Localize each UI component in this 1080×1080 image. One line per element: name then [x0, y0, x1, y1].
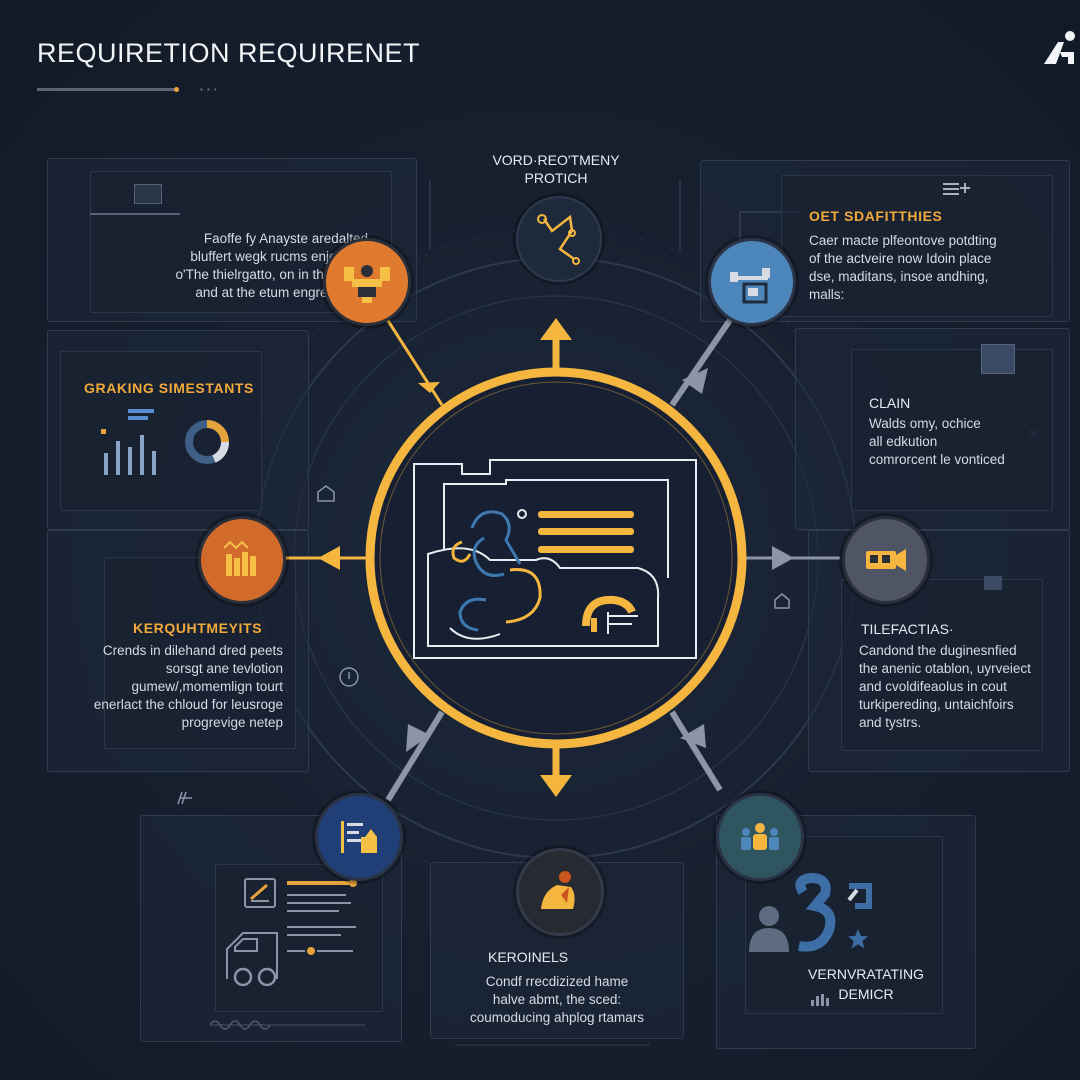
page-title: REQUIRETION REQUIRENET: [37, 38, 421, 68]
team-meeting-icon: [344, 265, 390, 303]
bar-chart-icon: [98, 407, 168, 479]
panel-left-heading: KERQUHTMEYITS: [133, 620, 263, 636]
books-icon: [223, 540, 256, 576]
star-icon: [847, 928, 869, 950]
panel-bottom-right-text: VERNVRATATING DEMICR: [808, 966, 924, 1002]
mini-bar-icon: [811, 992, 829, 1006]
books-node[interactable]: [198, 516, 286, 604]
list-plus-icon: [943, 181, 973, 195]
logo-icon: [1040, 28, 1080, 68]
checklist-node[interactable]: [315, 793, 403, 881]
cooking-person-node[interactable]: [516, 848, 604, 936]
document-icon: [134, 184, 162, 204]
panel-top-right-text: Caer macte plfeontove potdting of the ac…: [809, 233, 997, 302]
machine-node[interactable]: [708, 238, 796, 326]
document-icon: [981, 344, 1015, 374]
panel-top-right-heading: OET SDAFITTHIES: [809, 208, 943, 224]
panel-top-right: OET SDAFITTHIES Caer macte plfeontove po…: [700, 160, 1070, 322]
hub-document-icon: [410, 450, 700, 662]
graph-network-icon: [537, 214, 580, 265]
team-meeting-node[interactable]: [323, 238, 411, 326]
donut-chart-icon: [178, 417, 236, 467]
machine-icon: [730, 268, 770, 304]
panel-mid-left-heading: GRAKING SIMESTANTS: [84, 380, 254, 396]
camera-icon: [866, 549, 906, 571]
panel-mid-left: GRAKING SIMESTANTS: [47, 330, 309, 530]
panel-bottom-left: [140, 815, 402, 1042]
truck-icon: [221, 871, 396, 991]
panel-right-heading: TILEFACTIAS·: [861, 621, 954, 637]
panel-bottom-center-heading: KEROINELS: [488, 949, 569, 965]
checklist-icon: [341, 821, 377, 853]
cooking-person-icon: [541, 871, 575, 909]
camera-node[interactable]: [842, 516, 930, 604]
chat-icon: [984, 576, 1002, 590]
people-group-icon: [741, 823, 779, 850]
people-group-node[interactable]: [716, 793, 804, 881]
panel-right-text: Candond the duginesnfied the anenic otab…: [859, 643, 1031, 730]
panel-mid-right-text: Walds omy, ochice all edkution comrorcen…: [869, 416, 1005, 467]
graph-network-node[interactable]: [516, 196, 602, 282]
panel-mid-right: CLAIN Walds omy, ochice all edkution com…: [795, 328, 1070, 530]
people-icon: [745, 866, 875, 956]
panel-left: KERQUHTMEYITS Crends in dilehand dred pe…: [47, 530, 309, 772]
panel-top-left-text: Faoffe fy Anayste aredalted bluffert weg…: [175, 231, 368, 300]
top-node-label: VORD·REO'TMENY PROTICH: [492, 152, 620, 186]
panel-left-text: Crends in dilehand dred peets sorsgt ane…: [93, 643, 283, 730]
panel-mid-right-heading: CLAIN: [869, 395, 911, 411]
panel-right: TILEFACTIAS· Candond the duginesnfied th…: [808, 530, 1070, 772]
title-underline-dot: [174, 87, 179, 92]
panel-bottom-center-text: Condf rrecdizized hame halve abmt, the s…: [469, 974, 645, 1025]
title-underline: [37, 88, 175, 91]
title-underline-dots: [198, 88, 216, 91]
